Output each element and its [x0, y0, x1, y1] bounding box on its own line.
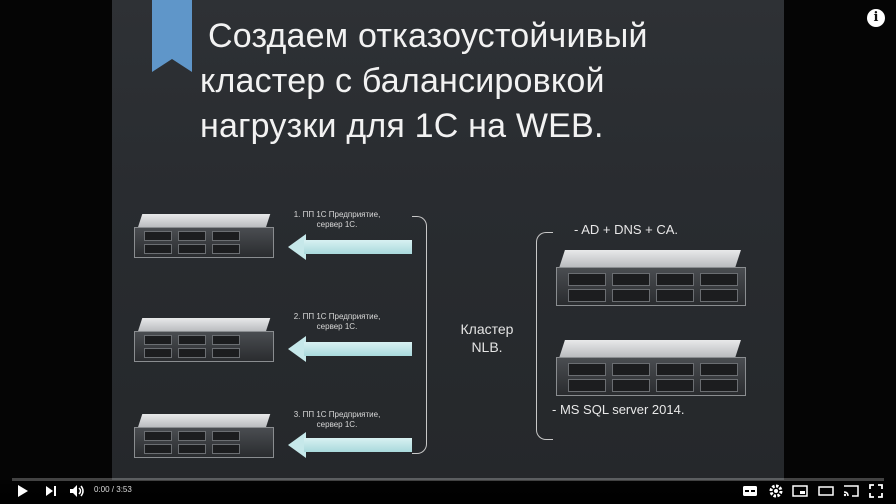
- server-3-image: [134, 414, 274, 458]
- arrow-left-icon: [288, 432, 412, 458]
- ad-dns-ca-label: - AD + DNS + CA.: [574, 222, 678, 237]
- slide-title: Создаем отказоустойчивый кластер с балан…: [200, 14, 760, 149]
- server-1-image: [134, 214, 274, 258]
- subtitles-icon[interactable]: [742, 483, 758, 503]
- fullscreen-icon[interactable]: [868, 483, 884, 503]
- ad-server-image: [556, 250, 746, 306]
- progress-bar[interactable]: [12, 478, 884, 481]
- arrow-left-icon: [288, 336, 412, 362]
- title-line-3: нагрузки для 1С на WEB.: [200, 104, 760, 149]
- theater-icon[interactable]: [818, 483, 834, 503]
- title-line-1: Создаем отказоустойчивый: [200, 14, 760, 59]
- time-display: 0:00 / 3:53: [94, 485, 132, 494]
- arrow-left-icon: [288, 234, 412, 260]
- settings-icon[interactable]: [768, 483, 784, 503]
- server-2-image: [134, 318, 274, 362]
- video-frame: Создаем отказоустойчивый кластер с балан…: [112, 0, 784, 480]
- sql-server-image: [556, 340, 746, 396]
- volume-icon[interactable]: [68, 483, 86, 503]
- server-3-label: 3. ПП 1С Предприятие,сервер 1С.: [282, 410, 392, 430]
- info-icon[interactable]: i: [867, 9, 885, 27]
- bookmark-ribbon: [152, 0, 192, 72]
- right-brace: [536, 232, 553, 440]
- left-brace: [412, 216, 427, 454]
- miniplayer-icon[interactable]: [792, 483, 808, 503]
- title-line-2: кластер с балансировкой: [200, 59, 760, 104]
- server-2-label: 2. ПП 1С Предприятие,сервер 1С.: [282, 312, 392, 332]
- next-icon[interactable]: [44, 483, 58, 503]
- play-icon[interactable]: [16, 483, 30, 503]
- player-controls: [0, 480, 896, 504]
- ms-sql-label: - MS SQL server 2014.: [552, 402, 684, 417]
- cast-icon[interactable]: [843, 483, 859, 503]
- server-1-label: 1. ПП 1С Предприятие,сервер 1С.: [282, 210, 392, 230]
